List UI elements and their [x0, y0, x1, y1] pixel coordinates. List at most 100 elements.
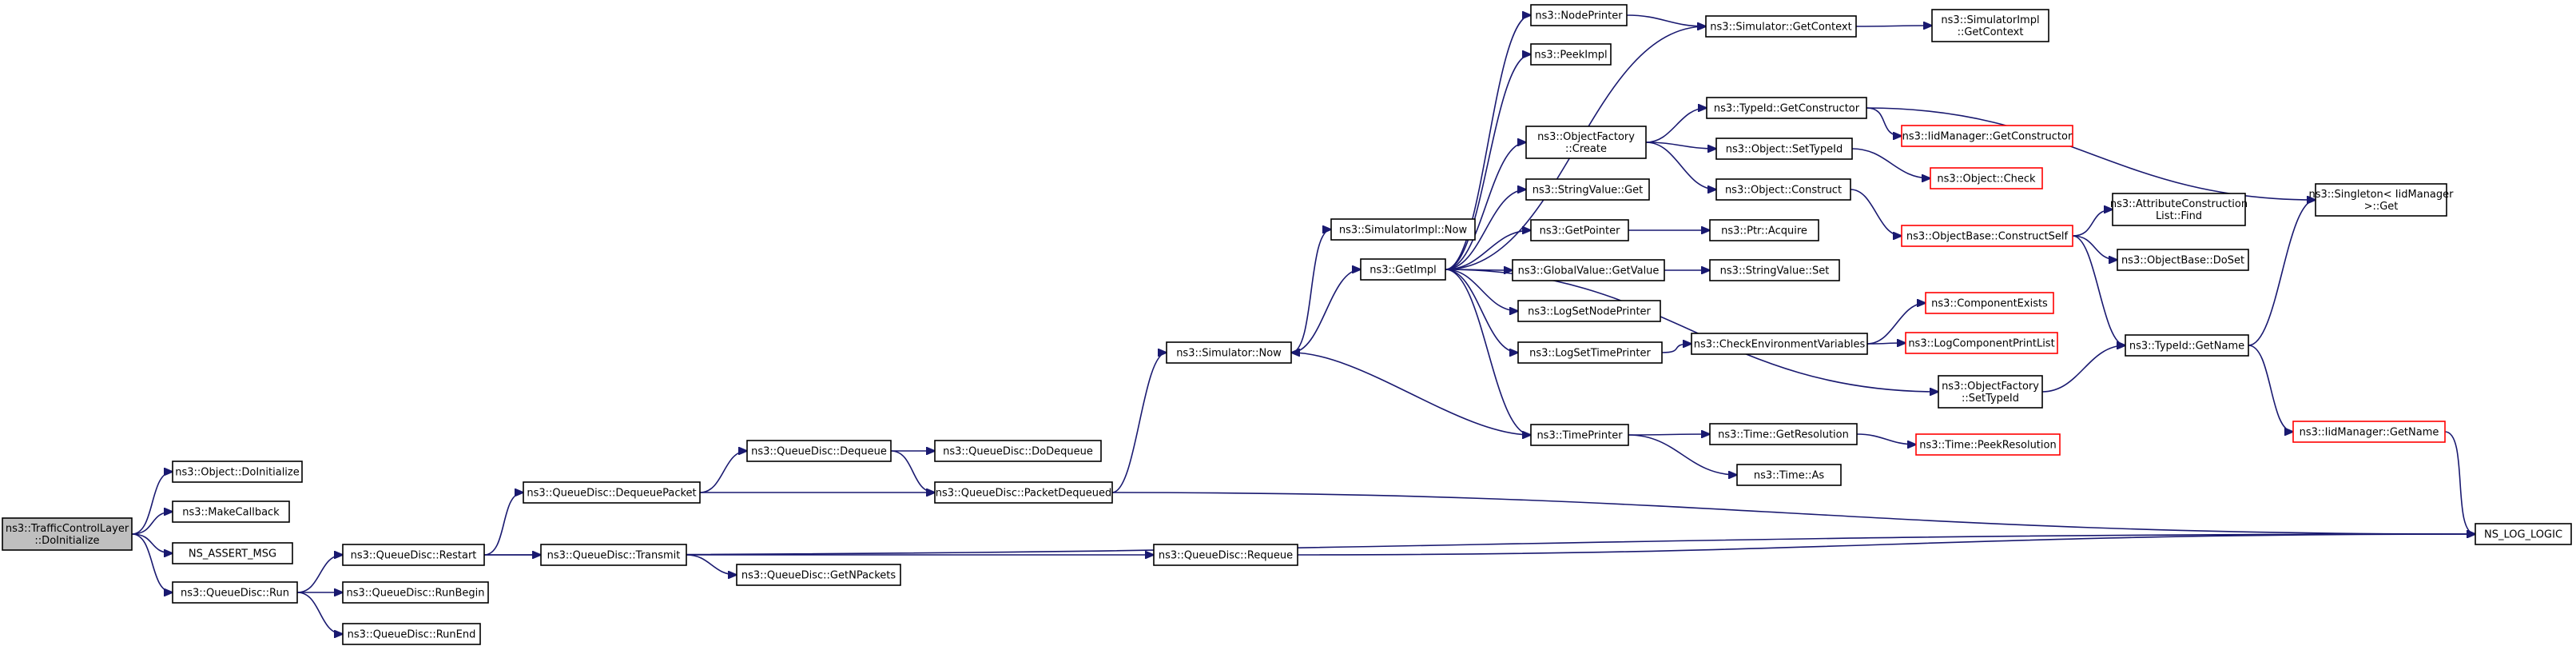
- node-sim-getcontext[interactable]: ns3::Simulator::GetContext: [1705, 15, 1857, 38]
- node-stringvalue-set[interactable]: ns3::StringValue::Set: [1709, 259, 1840, 281]
- node-ptr-acquire[interactable]: ns3::Ptr::Acquire: [1709, 219, 1819, 241]
- node-compexists[interactable]: ns3::ComponentExists: [1925, 292, 2054, 314]
- node-peekimpl[interactable]: ns3::PeekImpl: [1530, 43, 1612, 66]
- node-typeid-getname[interactable]: ns3::TypeId::GetName: [2125, 334, 2249, 357]
- node-box: [1530, 424, 1629, 446]
- node-objbase-constructself[interactable]: ns3::ObjectBase::ConstructSelf: [1901, 225, 2073, 247]
- edge-logsettimeprinter-to-checkenv: [1661, 344, 1691, 353]
- node-qd-runend[interactable]: ns3::QueueDisc::RunEnd: [342, 623, 481, 645]
- node-box: [1915, 433, 2061, 456]
- edge-obj-construct-to-objbase-constructself: [1850, 189, 1902, 236]
- node-checkenv[interactable]: ns3::CheckEnvironmentVariables: [1691, 333, 1868, 355]
- node-globalvalue-getvalue[interactable]: ns3::GlobalValue::GetValue: [1512, 259, 1665, 281]
- node-label: ns3::NodePrinter: [1535, 10, 1623, 22]
- node-label: ns3::Object::DoInitialize: [175, 467, 300, 479]
- node-label: ns3::Singleton< IidManager: [2308, 189, 2454, 201]
- node-box: [1938, 375, 2043, 409]
- edge-timeprinter-to-time-getres: [1628, 434, 1710, 435]
- node-getimpl[interactable]: ns3::GetImpl: [1360, 258, 1446, 281]
- node-iidmgr-getctor[interactable]: ns3::IidManager::GetConstructor: [1901, 125, 2073, 147]
- edge-timeprinter-to-time-as: [1628, 434, 1737, 475]
- node-objbase-doset[interactable]: ns3::ObjectBase::DoSet: [2117, 249, 2249, 271]
- node-nodeprinter[interactable]: ns3::NodePrinter: [1530, 4, 1628, 26]
- edge-root-to-assert: [131, 533, 173, 553]
- node-box: [540, 544, 687, 566]
- node-getpointer[interactable]: ns3::GetPointer: [1530, 219, 1629, 241]
- node-label: ns3::CheckEnvironmentVariables: [1694, 339, 1866, 351]
- node-qd-run[interactable]: ns3::QueueDisc::Run: [172, 581, 298, 604]
- node-label: ::DoInitialize: [34, 535, 99, 547]
- node-qd-dequeue[interactable]: ns3::QueueDisc::Dequeue: [746, 440, 892, 462]
- node-qd-pktdeq[interactable]: ns3::QueueDisc::PacketDequeued: [934, 481, 1113, 504]
- node-sim-now[interactable]: ns3::Simulator::Now: [1166, 341, 1292, 364]
- node-obj-doinit[interactable]: ns3::Object::DoInitialize: [172, 461, 303, 483]
- node-logsetnodeprinter[interactable]: ns3::LogSetNodePrinter: [1517, 300, 1661, 322]
- node-label: ns3::QueueDisc::PacketDequeued: [936, 488, 1112, 500]
- node-obj-check[interactable]: ns3::Object::Check: [1930, 167, 2043, 189]
- node-logsettimeprinter[interactable]: ns3::LogSetTimePrinter: [1517, 341, 1663, 364]
- node-qd-restart[interactable]: ns3::QueueDisc::Restart: [342, 544, 485, 566]
- edge-nodeprinter-to-sim-getcontext: [1626, 14, 1706, 26]
- node-simimpl-getcontext[interactable]: ns3::SimulatorImpl::GetContext: [1931, 9, 2049, 42]
- node-label: >::Get: [2364, 201, 2399, 213]
- node-qd-runbegin[interactable]: ns3::QueueDisc::RunBegin: [342, 581, 489, 604]
- node-obj-construct[interactable]: ns3::Object::Construct: [1715, 178, 1851, 201]
- node-logcompprint[interactable]: ns3::LogComponentPrintList: [1905, 332, 2058, 354]
- edge-root-to-qd-run: [131, 533, 173, 592]
- node-obj-settypeid[interactable]: ns3::Object::SetTypeId: [1715, 138, 1853, 160]
- node-qd-requeue[interactable]: ns3::QueueDisc::Requeue: [1153, 544, 1298, 566]
- node-box: [1525, 126, 1647, 159]
- edge-getimpl-to-objfactory-settypeid: [1445, 269, 1938, 392]
- node-qd-transmit[interactable]: ns3::QueueDisc::Transmit: [540, 544, 687, 566]
- node-time-peekres[interactable]: ns3::Time::PeekResolution: [1915, 433, 2061, 456]
- edge-qd-restart-to-ns-log-logic: [483, 534, 2475, 556]
- edge-qd-requeue-to-ns-log-logic: [1297, 534, 2475, 556]
- node-box: [1517, 341, 1663, 364]
- node-label: ns3::GlobalValue::GetValue: [1518, 265, 1660, 277]
- node-box: [1709, 259, 1840, 281]
- node-box: [172, 581, 298, 604]
- node-singleton-get[interactable]: ns3::Singleton< IidManager>::Get: [2308, 183, 2454, 217]
- edge-qd-pktdeq-to-sim-now: [1111, 353, 1167, 493]
- node-box: [1512, 259, 1665, 281]
- edge-getimpl-to-logsetnodeprinter: [1445, 269, 1518, 311]
- node-objfactory-settypeid[interactable]: ns3::ObjectFactory::SetTypeId: [1938, 375, 2043, 409]
- node-qd-deqpkt[interactable]: ns3::QueueDisc::DequeuePacket: [523, 481, 701, 504]
- node-box: [342, 544, 485, 566]
- node-label: NS_ASSERT_MSG: [189, 548, 276, 560]
- node-qd-dodeq[interactable]: ns3::QueueDisc::DoDequeue: [934, 440, 1102, 462]
- node-label: ns3::IidManager::GetConstructor: [1902, 131, 2073, 143]
- node-makecb[interactable]: ns3::MakeCallback: [172, 500, 290, 523]
- node-box: [1709, 423, 1858, 445]
- node-box: [2125, 334, 2249, 357]
- node-assert[interactable]: NS_ASSERT_MSG: [172, 542, 293, 564]
- node-box: [2, 517, 133, 551]
- node-simimpl-now[interactable]: ns3::SimulatorImpl::Now: [1330, 218, 1476, 241]
- node-box: [1709, 219, 1819, 241]
- node-label: ns3::LogComponentPrintList: [1908, 338, 2054, 350]
- node-label: ns3::SimulatorImpl::Now: [1339, 225, 1468, 237]
- node-ns-log-logic[interactable]: NS_LOG_LOGIC: [2475, 523, 2572, 545]
- node-time-as[interactable]: ns3::Time::As: [1736, 464, 1842, 486]
- node-root[interactable]: ns3::TrafficControlLayer::DoInitialize: [2, 517, 133, 551]
- node-qd-getnp[interactable]: ns3::QueueDisc::GetNPackets: [736, 564, 901, 586]
- node-box: [1715, 138, 1853, 160]
- node-label: ns3::QueueDisc::Dequeue: [751, 446, 887, 458]
- edge-qd-transmit-to-qd-getnp: [686, 554, 737, 575]
- node-box: [736, 564, 901, 586]
- node-box: [1901, 225, 2073, 247]
- node-objfactory-create[interactable]: ns3::ObjectFactory::Create: [1525, 126, 1647, 159]
- node-label: ns3::LogSetNodePrinter: [1528, 306, 1651, 318]
- node-iidmgr-getname[interactable]: ns3::IidManager::GetName: [2292, 421, 2446, 443]
- node-label: ns3::QueueDisc::Transmit: [547, 550, 681, 562]
- edge-getimpl-to-nodeprinter: [1445, 15, 1531, 270]
- node-timeprinter[interactable]: ns3::TimePrinter: [1530, 424, 1629, 446]
- node-label: ns3::LogSetTimePrinter: [1529, 348, 1651, 360]
- node-box: [523, 481, 701, 504]
- node-typeid-getctor[interactable]: ns3::TypeId::GetConstructor: [1706, 97, 1867, 119]
- node-stringvalue-get[interactable]: ns3::StringValue::Get: [1525, 178, 1650, 201]
- node-time-getres[interactable]: ns3::Time::GetResolution: [1709, 423, 1858, 445]
- node-label: ns3::AttributeConstruction: [2110, 198, 2248, 210]
- node-label: ns3::QueueDisc::Requeue: [1159, 550, 1293, 562]
